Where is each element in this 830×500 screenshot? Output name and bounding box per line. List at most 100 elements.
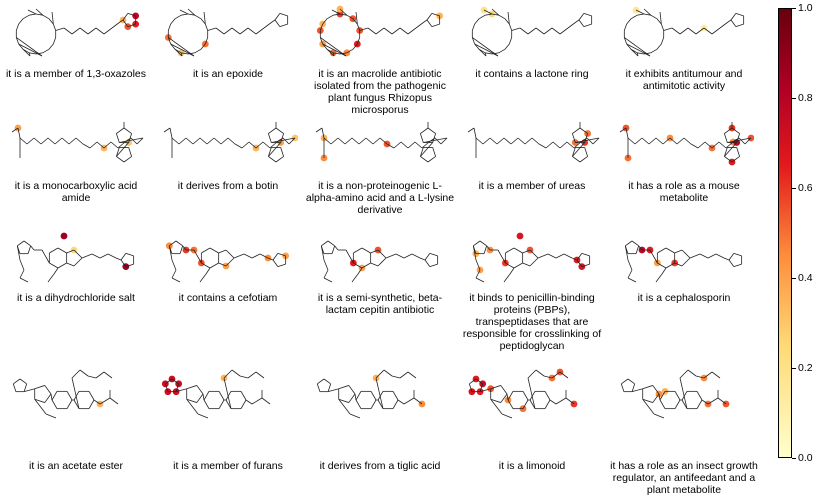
- bond: [559, 27, 569, 35]
- bond: [322, 43, 347, 57]
- bond: [491, 8, 500, 16]
- bond: [687, 369, 697, 377]
- bond: [333, 13, 341, 16]
- molecule-structure: [11, 122, 144, 163]
- bond: [475, 269, 481, 279]
- bond: [274, 19, 281, 27]
- bond: [662, 137, 671, 145]
- bond: [185, 137, 194, 145]
- bond: [424, 259, 431, 267]
- bond: [634, 137, 643, 145]
- bond: [288, 137, 296, 145]
- bond: [717, 397, 727, 405]
- bond: [626, 18, 632, 25]
- bond: [24, 388, 35, 393]
- bond: [171, 378, 179, 385]
- bond: [529, 399, 536, 409]
- bond: [478, 14, 486, 20]
- bond: [497, 249, 506, 264]
- bond: [348, 385, 356, 395]
- bond: [659, 11, 662, 25]
- bond: [357, 267, 363, 275]
- panel-caption: it is a member of 1,3-oxazoles: [5, 68, 147, 80]
- bond: [279, 12, 288, 17]
- bond: [268, 156, 277, 163]
- bond: [203, 11, 206, 25]
- bond: [349, 413, 361, 419]
- bond: [635, 9, 645, 15]
- bond: [205, 267, 211, 275]
- panel-caption: it is an epoxide: [192, 68, 264, 80]
- bond: [240, 399, 247, 409]
- bond: [175, 240, 183, 247]
- attribution-highlight: [571, 139, 579, 146]
- bond: [182, 245, 187, 251]
- bond: [696, 391, 703, 401]
- bond: [630, 49, 639, 57]
- panel-3-3: it is a limonoid: [456, 360, 608, 500]
- panel-caption: it contains a cefotiam: [178, 292, 278, 304]
- bond: [695, 375, 705, 379]
- bond: [420, 147, 424, 157]
- bond: [16, 37, 43, 57]
- bond: [17, 127, 21, 139]
- bond: [213, 137, 222, 145]
- bond: [566, 141, 575, 149]
- bond: [167, 37, 172, 45]
- bond: [231, 369, 241, 377]
- bond: [115, 257, 122, 261]
- bond: [103, 27, 113, 35]
- bond: [423, 19, 428, 23]
- bond: [275, 156, 284, 163]
- molecule-structure: [15, 8, 140, 57]
- bond: [738, 137, 746, 145]
- bond: [483, 245, 488, 254]
- colorbar-tick-label: 0.0: [798, 452, 813, 464]
- bond: [23, 240, 31, 247]
- bond: [496, 137, 505, 145]
- panel-caption: it is a dihydrochloride salt: [17, 292, 135, 304]
- bond: [571, 257, 578, 261]
- attribution-highlight: [60, 232, 68, 240]
- bond: [658, 393, 661, 401]
- bond: [277, 252, 286, 257]
- bond: [201, 262, 211, 269]
- bond: [475, 137, 484, 145]
- bond: [579, 156, 588, 163]
- bond: [322, 18, 328, 25]
- bond: [535, 369, 545, 377]
- bond: [431, 12, 440, 17]
- bond: [321, 240, 329, 247]
- bond: [87, 27, 97, 35]
- bond: [268, 147, 272, 157]
- bond: [619, 127, 627, 133]
- panel-caption: it contains a lactone ring: [475, 68, 589, 80]
- bond: [522, 399, 529, 409]
- bond: [223, 369, 233, 379]
- bond: [482, 137, 491, 145]
- bond: [626, 43, 651, 57]
- bond: [268, 133, 272, 143]
- colorbar-tick-label: 1.0: [798, 2, 813, 14]
- bond: [411, 253, 421, 259]
- bond: [326, 14, 334, 20]
- bond: [26, 137, 35, 145]
- bond: [689, 253, 701, 259]
- bond: [620, 383, 625, 392]
- bond: [581, 263, 590, 268]
- attribution-highlight: [343, 49, 351, 57]
- colorbar-tick: [792, 278, 796, 279]
- bond: [71, 27, 81, 35]
- bond: [399, 27, 409, 35]
- panel-2-1: it contains a cefotiam: [152, 226, 304, 332]
- bond: [420, 127, 429, 134]
- bond: [386, 143, 395, 149]
- bond: [578, 13, 585, 21]
- bond: [473, 240, 481, 247]
- bond: [527, 27, 537, 35]
- bond: [735, 23, 744, 28]
- bond: [71, 377, 80, 409]
- bond: [637, 52, 645, 55]
- bond: [474, 18, 480, 25]
- bond: [29, 13, 37, 16]
